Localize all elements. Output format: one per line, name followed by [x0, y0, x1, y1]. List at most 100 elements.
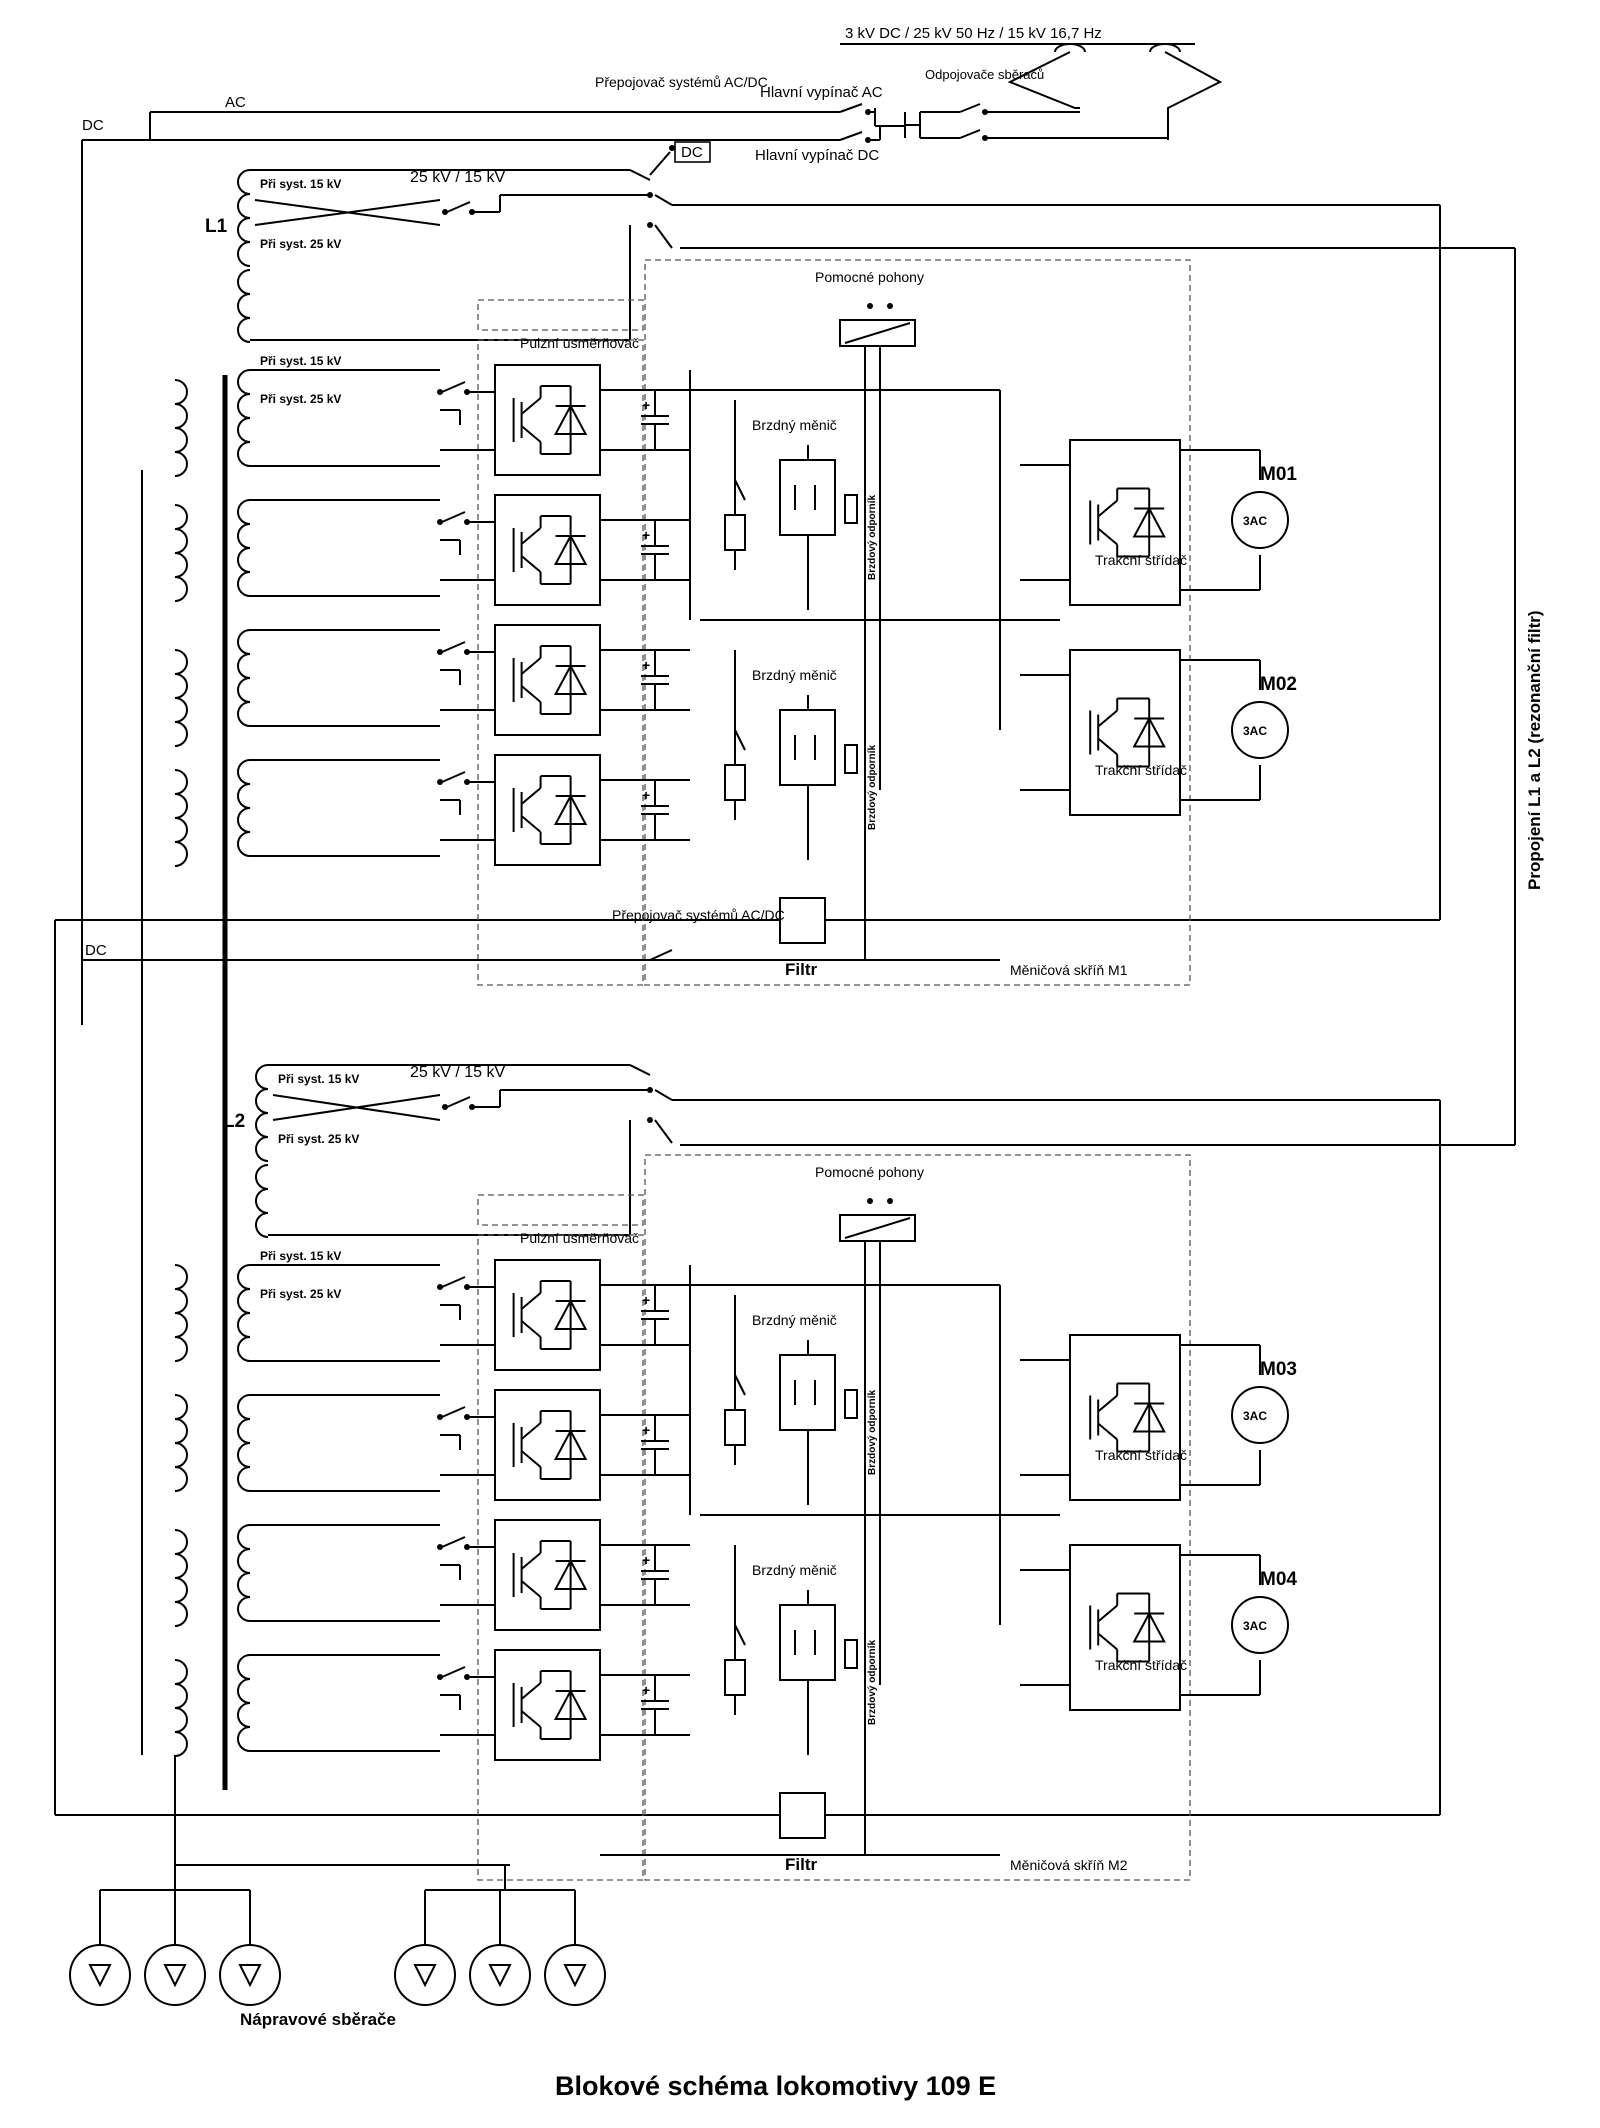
supply-systems-label: 3 kV DC / 25 kV 50 Hz / 15 kV 16,7 Hz: [845, 25, 1102, 42]
ac-bus-label: AC: [225, 94, 246, 111]
acdc-switch-label: Přepojovač systémů AC/DC: [595, 74, 768, 90]
brake-resistor-switch: [724, 764, 746, 801]
motor-name-label: M02: [1260, 674, 1297, 695]
winding-coil: [174, 1659, 188, 1757]
winding-coil: [237, 269, 251, 343]
selector-enclosure: [477, 1194, 644, 1226]
winding-coil: [255, 1064, 269, 1162]
traction-inverter-module: [1069, 439, 1181, 606]
capacitor-plus: +: [642, 1292, 650, 1308]
tap-15kv-label: Při syst. 15 kV: [278, 1072, 359, 1086]
brake-resistor-switch: [724, 514, 746, 551]
filter-label: Filtr: [785, 960, 817, 979]
auxiliary-drives-label: Pomocné pohony: [815, 1164, 924, 1180]
main-breaker-ac-label: Hlavní vypínač AC: [760, 84, 883, 101]
rectifier-label: Pulzní usměrňovač: [520, 1230, 639, 1246]
brake-resistor-label: Brzdový odporník: [867, 745, 878, 830]
cabinet-label: Měničová skříň M1: [1010, 962, 1128, 978]
capacitor-plus: +: [642, 397, 650, 413]
rectifier-module: [494, 1519, 601, 1631]
filter-box: [779, 897, 826, 944]
brake-resistor: [844, 1639, 858, 1669]
winding-coil: [237, 1264, 251, 1362]
pantograph-switch-label: Odpojovače sběračů: [925, 67, 1044, 82]
traction-motor: [1231, 1596, 1289, 1654]
inductor-label: L1: [205, 216, 228, 237]
acdc-switch-label: Přepojovač systémů AC/DC: [612, 907, 785, 923]
traction-inverter-label: Trakční střídač: [1095, 1447, 1187, 1463]
ground-icon: [88, 1964, 112, 1988]
capacitor-plus: +: [642, 1422, 650, 1438]
brake-chopper-label: Brzdný měnič: [752, 1312, 837, 1328]
resonant-link-label: Propojení L1 a L2 (rezonanční filtr): [1525, 610, 1544, 890]
main-breaker-dc-label: Hlavní vypínač DC: [755, 147, 879, 164]
axle-collector: [394, 1944, 456, 2006]
rectifier-enclosure: [477, 339, 644, 986]
winding-coil: [174, 1264, 188, 1362]
axle-collector: [544, 1944, 606, 2006]
winding-coil: [174, 379, 188, 477]
brake-chopper-label: Brzdný měnič: [752, 1562, 837, 1578]
rectifier-module: [494, 754, 601, 866]
traction-motor: [1231, 1386, 1289, 1444]
auxiliary-drives-label: Pomocné pohony: [815, 269, 924, 285]
tap-15kv-label: Při syst. 15 kV: [260, 177, 341, 191]
rectifier-enclosure: [477, 1234, 644, 1881]
brake-chopper-module: [779, 459, 836, 536]
rectifier-module: [494, 1259, 601, 1371]
motor-type-label: 3AC: [1243, 1619, 1267, 1633]
ground-icon: [163, 1964, 187, 1988]
motor-name-label: M03: [1260, 1359, 1297, 1380]
rectifier-module: [494, 364, 601, 476]
pantograph-2: [1149, 43, 1223, 140]
tap-25kv-label: Při syst. 25 kV: [260, 237, 341, 251]
brake-chopper-module: [779, 709, 836, 786]
winding-coil: [174, 1529, 188, 1627]
capacitor-plus: +: [642, 1552, 650, 1568]
brake-resistor: [844, 744, 858, 774]
rectifier-module: [494, 1649, 601, 1761]
winding-coil: [237, 369, 251, 467]
traction-motor: [1231, 701, 1289, 759]
selector-enclosure: [477, 299, 644, 331]
ground-icon: [488, 1964, 512, 1988]
capacitor-plus: +: [642, 527, 650, 543]
winding-coil: [237, 629, 251, 727]
supply-section: 3 kV DC / 25 kV 50 Hz / 15 kV 16,7 Hz Od…: [81, 25, 1223, 1025]
motor-name-label: M01: [1260, 464, 1297, 485]
tap-25kv-label: Při syst. 25 kV: [278, 1132, 359, 1146]
dc-contact-label: DC: [681, 144, 703, 161]
rectifier-module: [494, 494, 601, 606]
converter-cabinet: [644, 1154, 1191, 1881]
axle-collector: [219, 1944, 281, 2006]
rectifier-module: [494, 1389, 601, 1501]
motor-name-label: M04: [1260, 1569, 1297, 1590]
rectifier-label: Pulzní usměrňovač: [520, 335, 639, 351]
winding-coil: [237, 169, 251, 267]
tap-15kv-label: Při syst. 15 kV: [260, 1249, 341, 1263]
brake-resistor-label: Brzdový odporník: [867, 495, 878, 580]
winding-coil: [237, 499, 251, 597]
axle-collectors-label: Nápravové sběrače: [240, 2010, 396, 2029]
axle-collector: [69, 1944, 131, 2006]
winding-coil: [237, 1394, 251, 1492]
brake-resistor-label: Brzdový odporník: [867, 1640, 878, 1725]
ground-icon: [238, 1964, 262, 1988]
axle-collectors: Nápravové sběrače: [69, 1864, 606, 2029]
cabinet-label: Měničová skříň M2: [1010, 1857, 1128, 1873]
inductor-label: L2: [223, 1111, 245, 1132]
motor-type-label: 3AC: [1243, 1409, 1267, 1423]
traction-inverter-label: Trakční střídač: [1095, 552, 1187, 568]
diagram-title: Blokové schéma lokomotivy 109 E: [555, 2071, 996, 2101]
brake-resistor-label: Brzdový odporník: [867, 1390, 878, 1475]
brake-chopper-label: Brzdný měnič: [752, 417, 837, 433]
winding-coil: [174, 504, 188, 602]
traction-motor: [1231, 491, 1289, 549]
winding-coil: [237, 1524, 251, 1622]
capacitor-plus: +: [642, 657, 650, 673]
winding-coil: [237, 1654, 251, 1752]
traction-inverter-label: Trakční střídač: [1095, 1657, 1187, 1673]
ground-icon: [413, 1964, 437, 1988]
